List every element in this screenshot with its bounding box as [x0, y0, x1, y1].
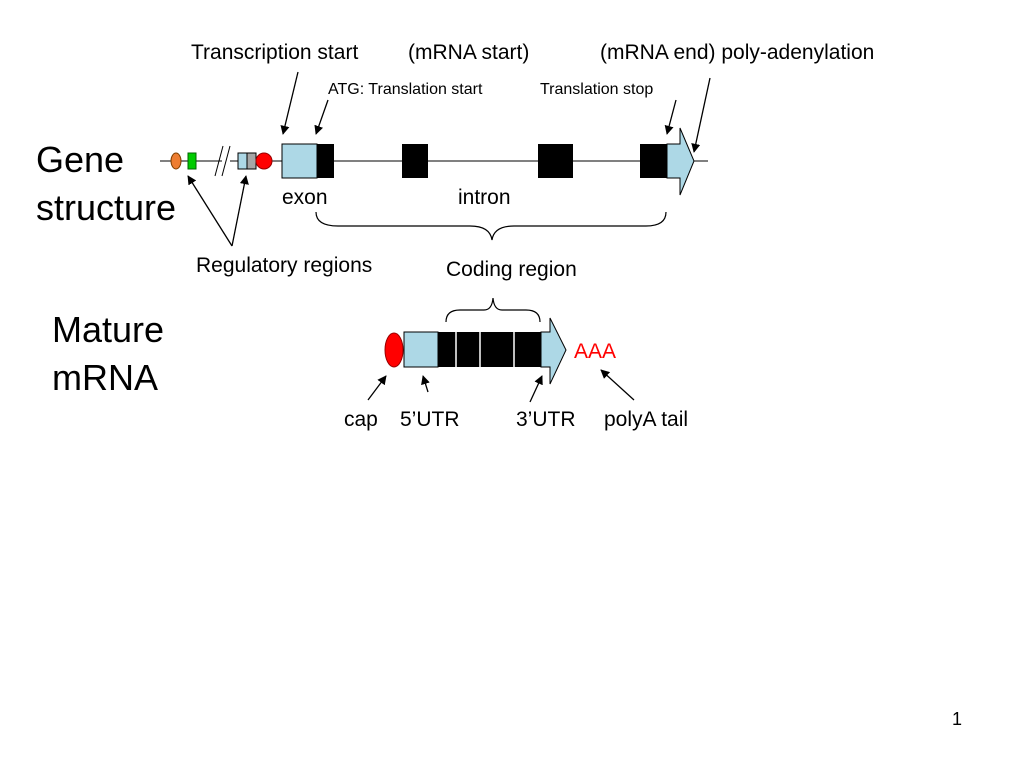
cap-label: cap	[344, 408, 378, 431]
mrna-end-polyadenylation-label: (mRNA end) poly-adenylation	[600, 41, 874, 64]
atg-translation-start-label: ATG: Translation start	[328, 81, 483, 98]
regulatory-element-lightblue	[237, 152, 248, 170]
exon-label: exon	[282, 186, 328, 209]
transcription-start-arrow	[280, 71, 299, 135]
mrna-utr5-box	[403, 331, 439, 368]
mature-mrna-diagram	[384, 317, 567, 385]
mature-mrna-heading-line1: Mature	[52, 309, 164, 350]
regulatory-arrow-left	[187, 175, 233, 247]
polya-tail-label: polyA tail	[604, 408, 688, 431]
coding-region-brace	[315, 211, 667, 241]
regulatory-arrow-right	[231, 175, 249, 247]
regulatory-element-gray	[246, 152, 257, 170]
exon-2	[402, 144, 428, 178]
regulatory-element-orange	[170, 152, 182, 170]
polya-aaa-label: AAA	[574, 340, 616, 363]
gene-structure-heading-line2: structure	[36, 187, 176, 228]
exon-3	[538, 144, 573, 178]
cap-arrow	[367, 375, 387, 401]
mrna-start-label: (mRNA start)	[408, 41, 529, 64]
exon-4	[640, 144, 667, 178]
translation-stop-arrow	[664, 99, 677, 135]
utr5-arrow	[421, 375, 430, 393]
regulatory-regions-label: Regulatory regions	[196, 254, 372, 277]
mrna-utr3-arrow	[540, 317, 567, 385]
dna-break-mark-1	[214, 145, 224, 177]
translation-stop-label: Translation stop	[540, 81, 653, 98]
promoter-red-circle	[255, 152, 273, 170]
atg-arrow	[314, 99, 329, 135]
page-number: 1	[952, 709, 962, 729]
dna-break-mark-2	[221, 145, 231, 177]
regulatory-element-green	[187, 152, 197, 170]
polyadenylation-arrow	[691, 77, 711, 153]
mature-mrna-heading-line2: mRNA	[52, 357, 158, 398]
mrna-cap	[384, 332, 404, 368]
utr3-label: 3’UTR	[516, 408, 576, 431]
utr5-box	[281, 143, 318, 179]
coding-region-label: Coding region	[446, 258, 577, 281]
gene-structure-diagram	[160, 127, 708, 196]
utr3-arrow	[666, 127, 695, 196]
utr3-pointer-arrow	[529, 375, 543, 403]
exon-1	[317, 144, 334, 178]
gene-structure-heading-line1: Gene	[36, 139, 124, 180]
mrna-coding-block	[438, 332, 541, 367]
intron-label: intron	[458, 186, 511, 209]
polya-tail-arrow	[600, 369, 635, 401]
mrna-coding-brace	[445, 297, 541, 323]
transcription-start-label: Transcription start	[191, 41, 358, 64]
utr5-label: 5’UTR	[400, 408, 460, 431]
